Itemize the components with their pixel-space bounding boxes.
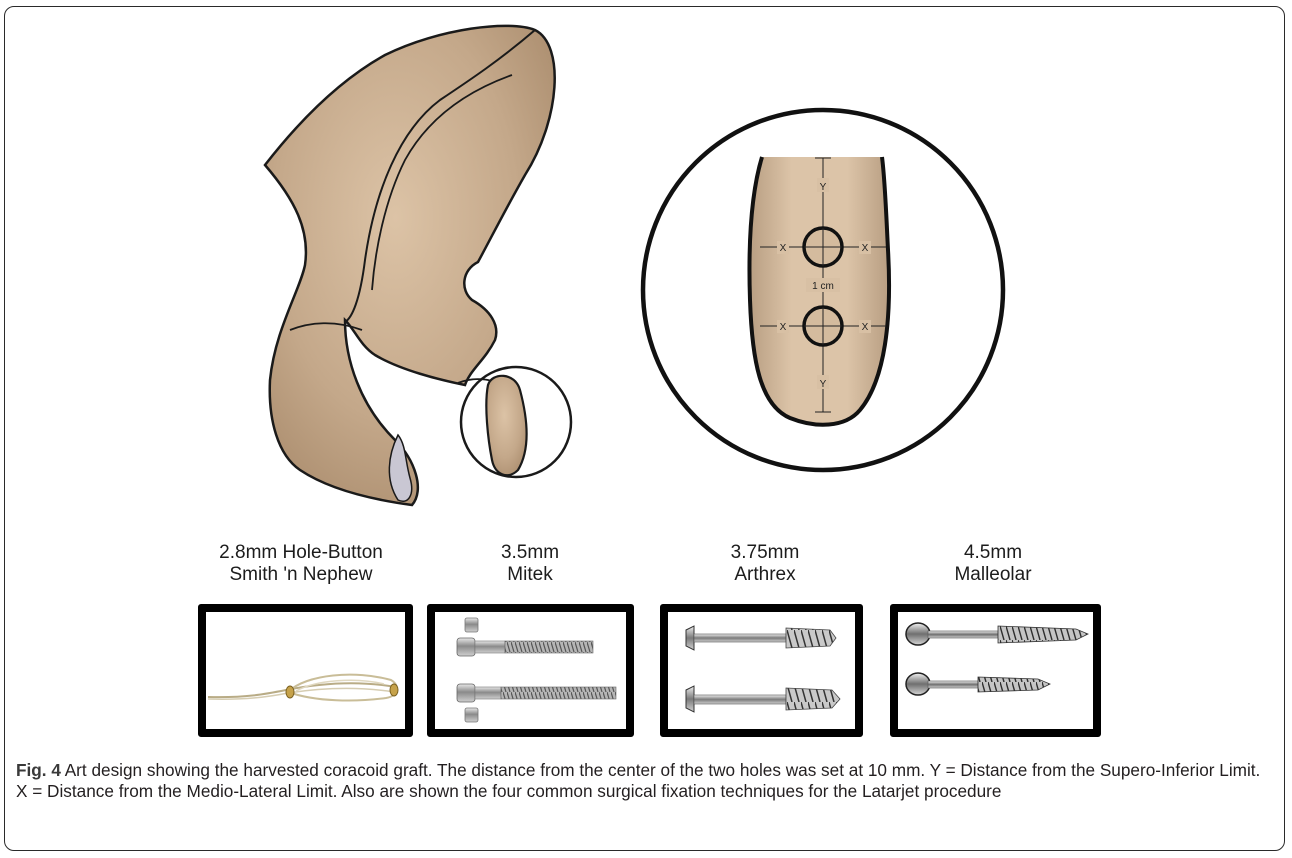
x-label-upper-right: X: [862, 243, 869, 254]
coracoid-tip: [486, 376, 526, 475]
figure-caption: Fig. 4 Art design showing the harvested …: [16, 760, 1274, 802]
figure-number: Fig. 4: [16, 760, 61, 780]
implant-label-2: 3.5mm Mitek: [455, 542, 605, 586]
implant-label-2-line2: Mitek: [455, 564, 605, 586]
x-label-upper-left: X: [780, 243, 787, 254]
coracoid-illustration: Y Y X X X X 1 cm: [0, 0, 1292, 600]
implant-label-4-line1: 4.5mm: [918, 542, 1068, 564]
implant-label-1-line1: 2.8mm Hole-Button: [186, 542, 416, 564]
mitek-screws-image: [435, 612, 626, 729]
implant-label-3: 3.75mm Arthrex: [690, 542, 840, 586]
y-label-bottom: Y: [820, 379, 827, 390]
arthrex-screws-image: [668, 612, 855, 729]
implant-label-3-line2: Arthrex: [690, 564, 840, 586]
implant-label-4-line2: Malleolar: [918, 564, 1068, 586]
implant-label-4: 4.5mm Malleolar: [918, 542, 1068, 586]
implant-label-1: 2.8mm Hole-Button Smith 'n Nephew: [186, 542, 416, 586]
implant-label-2-line1: 3.5mm: [455, 542, 605, 564]
implant-panel-suture-button: [198, 604, 413, 737]
implant-label-3-line1: 3.75mm: [690, 542, 840, 564]
hole-distance-label: 1 cm: [812, 281, 834, 292]
x-label-lower-right: X: [862, 322, 869, 333]
caption-text: Art design showing the harvested coracoi…: [16, 760, 1260, 801]
suture-button-image: [206, 612, 405, 729]
magnified-graft: Y Y X X X X 1 cm: [643, 110, 1003, 470]
x-label-lower-left: X: [780, 322, 787, 333]
scapula-drawing: [265, 26, 571, 505]
y-label-top: Y: [820, 182, 827, 193]
implant-label-1-line2: Smith 'n Nephew: [186, 564, 416, 586]
implant-panel-mitek: [427, 604, 634, 737]
implant-panel-malleolar: [890, 604, 1101, 737]
implant-panel-arthrex: [660, 604, 863, 737]
malleolar-screws-image: [898, 612, 1093, 729]
